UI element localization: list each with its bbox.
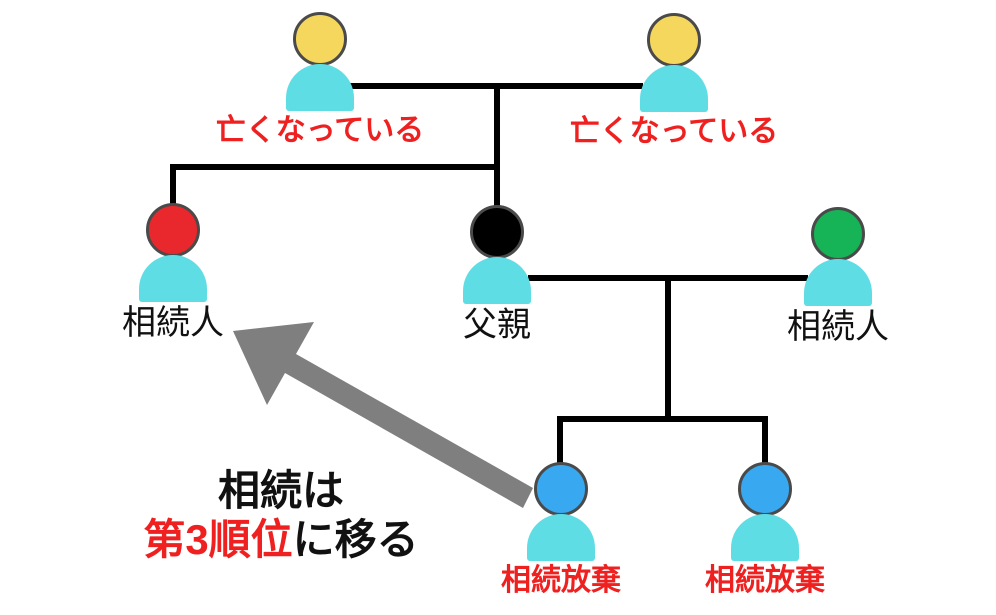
person-head-icon: [738, 462, 792, 516]
person-head-icon: [647, 13, 701, 67]
person-body-icon: [640, 65, 708, 112]
caption-highlight: 第3順位: [143, 516, 293, 564]
person-head-icon: [534, 462, 588, 516]
person-head-icon: [293, 12, 347, 66]
person-label: 亡くなっている: [215, 114, 425, 147]
person-body-icon: [286, 64, 354, 111]
caption-rest: に移る: [292, 516, 419, 564]
person-label: 相続放棄: [705, 564, 825, 597]
person-deceased-left: 亡くなっている: [216, 12, 424, 146]
person-father: 父親: [463, 205, 531, 343]
person-head-icon: [470, 205, 524, 259]
person-label: 相続人: [787, 308, 889, 346]
person-head-icon: [811, 207, 865, 261]
person-deceased-right: 亡くなっている: [570, 13, 778, 147]
person-renounce-right: 相続放棄: [705, 462, 825, 596]
person-heir-right: 相続人: [787, 207, 889, 345]
person-body-icon: [463, 257, 531, 304]
person-label: 相続人: [122, 304, 224, 342]
person-label: 亡くなっている: [569, 115, 779, 148]
person-renounce-left: 相続放棄: [501, 462, 621, 596]
person-body-icon: [804, 259, 872, 306]
person-body-icon: [139, 255, 207, 302]
person-body-icon: [731, 514, 799, 561]
person-head-icon: [146, 203, 200, 257]
transfer-arrow-icon: [233, 322, 533, 508]
person-heir-left: 相続人: [122, 203, 224, 341]
caption-line1: 相続は: [217, 467, 344, 514]
person-body-icon: [527, 514, 595, 561]
person-label: 相続放棄: [501, 564, 621, 597]
caption-text: 相続は 第3順位に移る: [113, 466, 449, 564]
person-label: 父親: [463, 306, 531, 344]
caption-line2: 第3順位に移る: [113, 515, 449, 564]
